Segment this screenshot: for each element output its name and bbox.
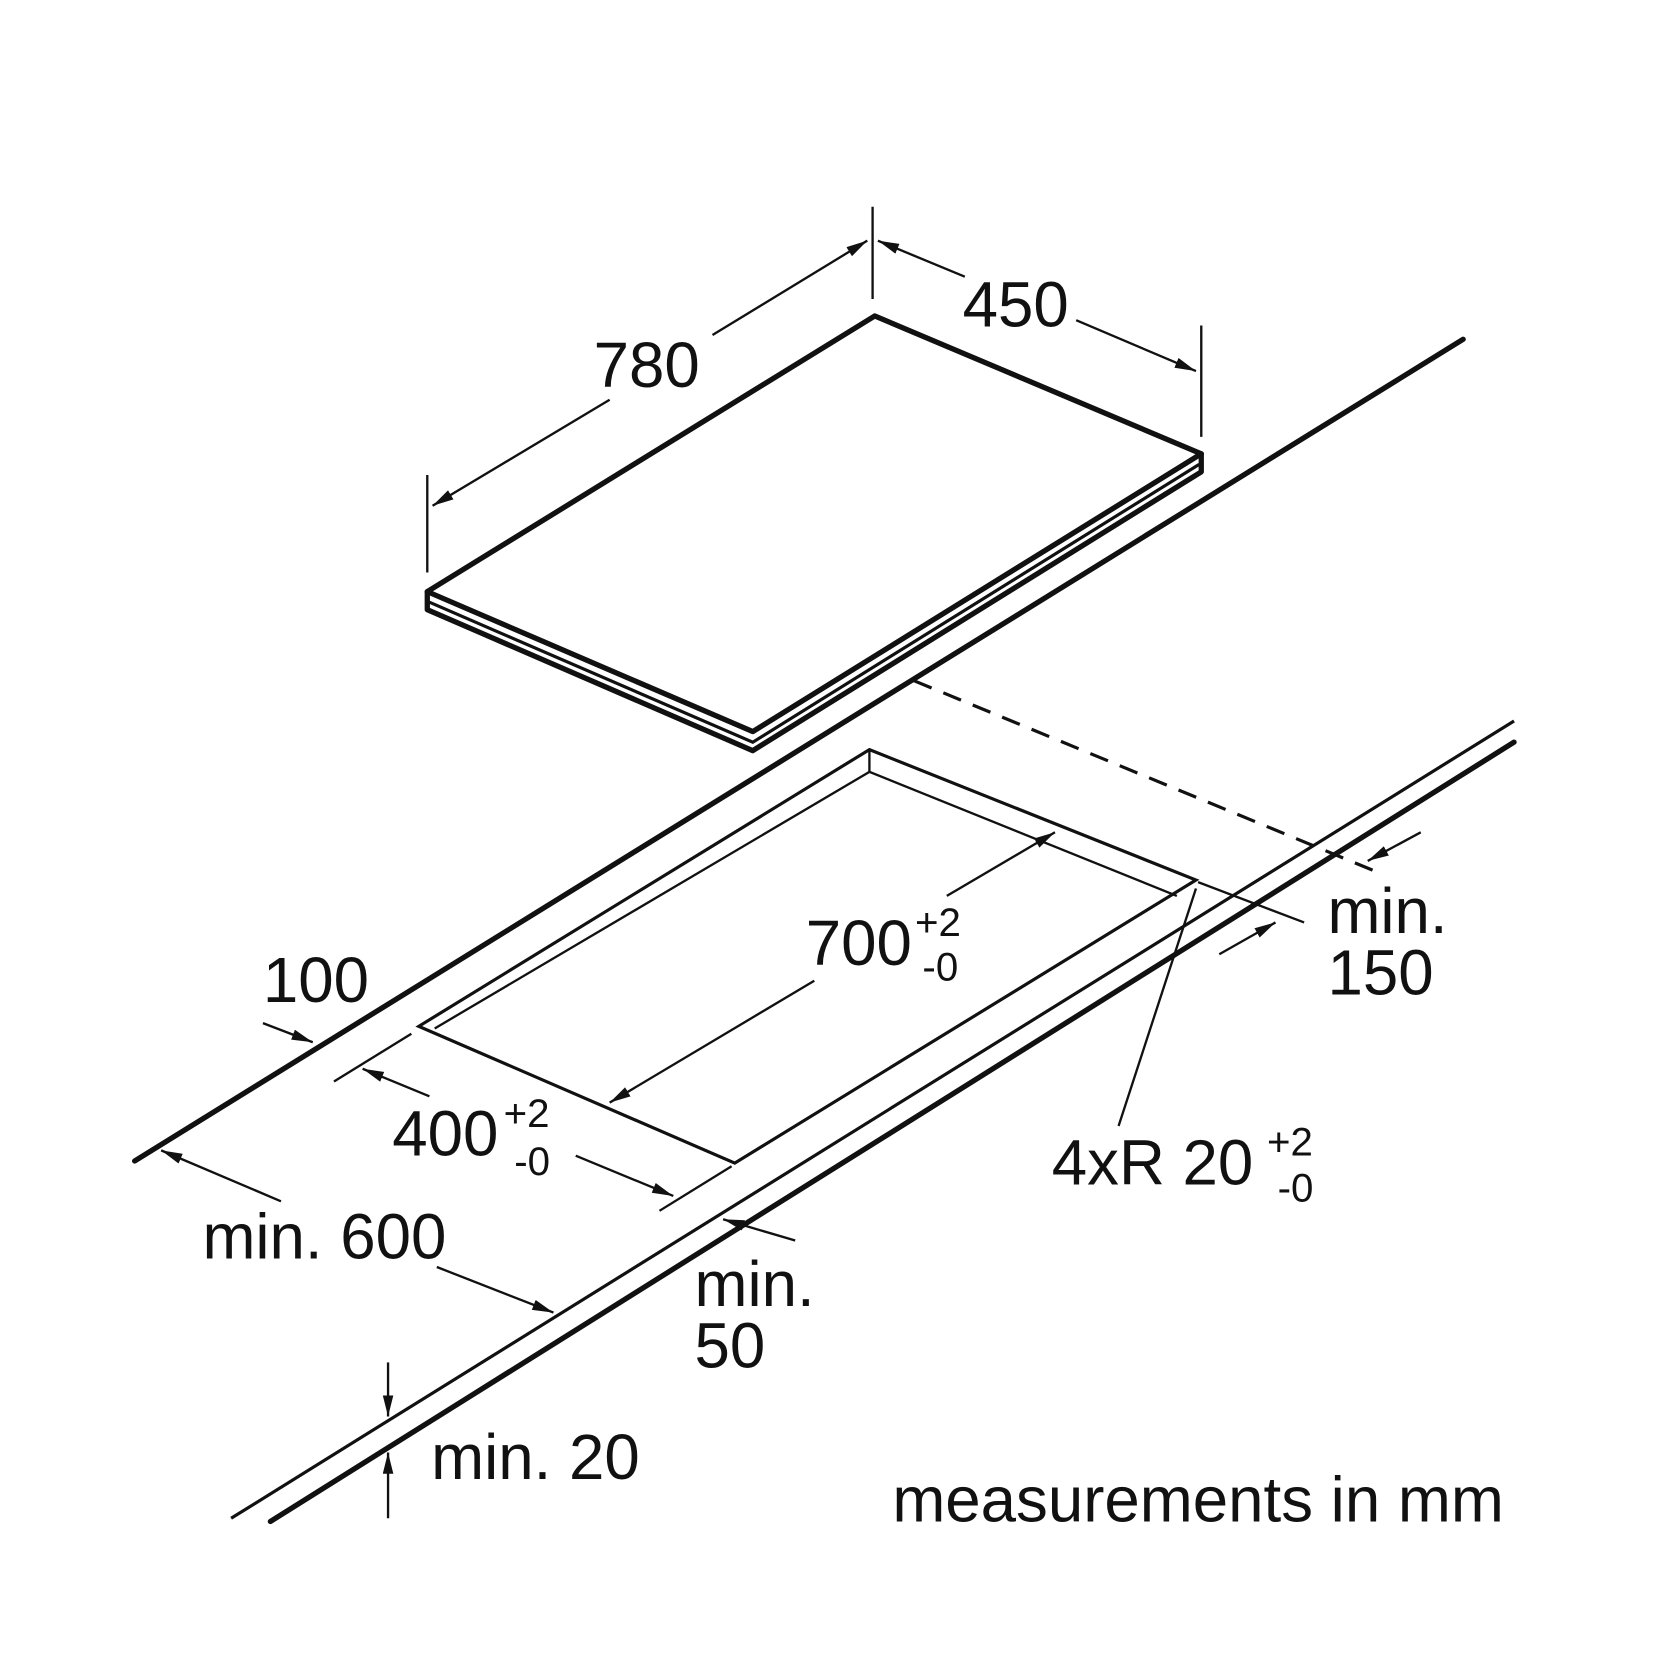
cutout-length-label: 700 [806, 908, 912, 979]
width-label: 450 [963, 270, 1069, 341]
dimension-min-600: min. 600 [160, 1149, 554, 1314]
hob [424, 313, 1204, 754]
dimension-min-50: min. 50 [694, 1218, 815, 1382]
tolerance-minus: -0 [514, 1139, 550, 1184]
length-label: 780 [594, 330, 700, 401]
back-distance-label: 100 [263, 945, 369, 1016]
countertop [132, 336, 1517, 1525]
dimension-700: 700 +2 -0 [609, 831, 1056, 1104]
units-note: measurements in mm [892, 1464, 1504, 1535]
tolerance-plus: +2 [504, 1091, 550, 1136]
dimension-780: 780 [426, 206, 874, 573]
side-min-value: 150 [1327, 938, 1433, 1009]
dimension-450: 450 [877, 239, 1203, 437]
dimension-400: 400 +2 -0 [333, 1032, 733, 1212]
dimension-100: 100 [262, 945, 369, 1044]
tolerance-plus: +2 [915, 900, 961, 945]
radius-callout: 4xR 20 +2 -0 [1052, 888, 1314, 1210]
tolerance-plus: +2 [1267, 1120, 1313, 1165]
cutout [415, 747, 1200, 1165]
front-min-word: min. [694, 1249, 814, 1320]
radius-label: 4xR 20 [1052, 1127, 1254, 1198]
dimension-min-150: min. 150 [1197, 831, 1448, 1009]
dimension-min-20: min. 20 [382, 1362, 640, 1519]
tolerance-minus: -0 [922, 945, 958, 990]
tolerance-minus: -0 [1278, 1165, 1314, 1210]
side-min-word: min. [1327, 876, 1447, 947]
front-min-value: 50 [694, 1311, 765, 1382]
min-depth-label: min. 600 [202, 1202, 446, 1273]
cutout-width-label: 400 [392, 1099, 498, 1170]
thickness-label: min. 20 [431, 1422, 640, 1493]
